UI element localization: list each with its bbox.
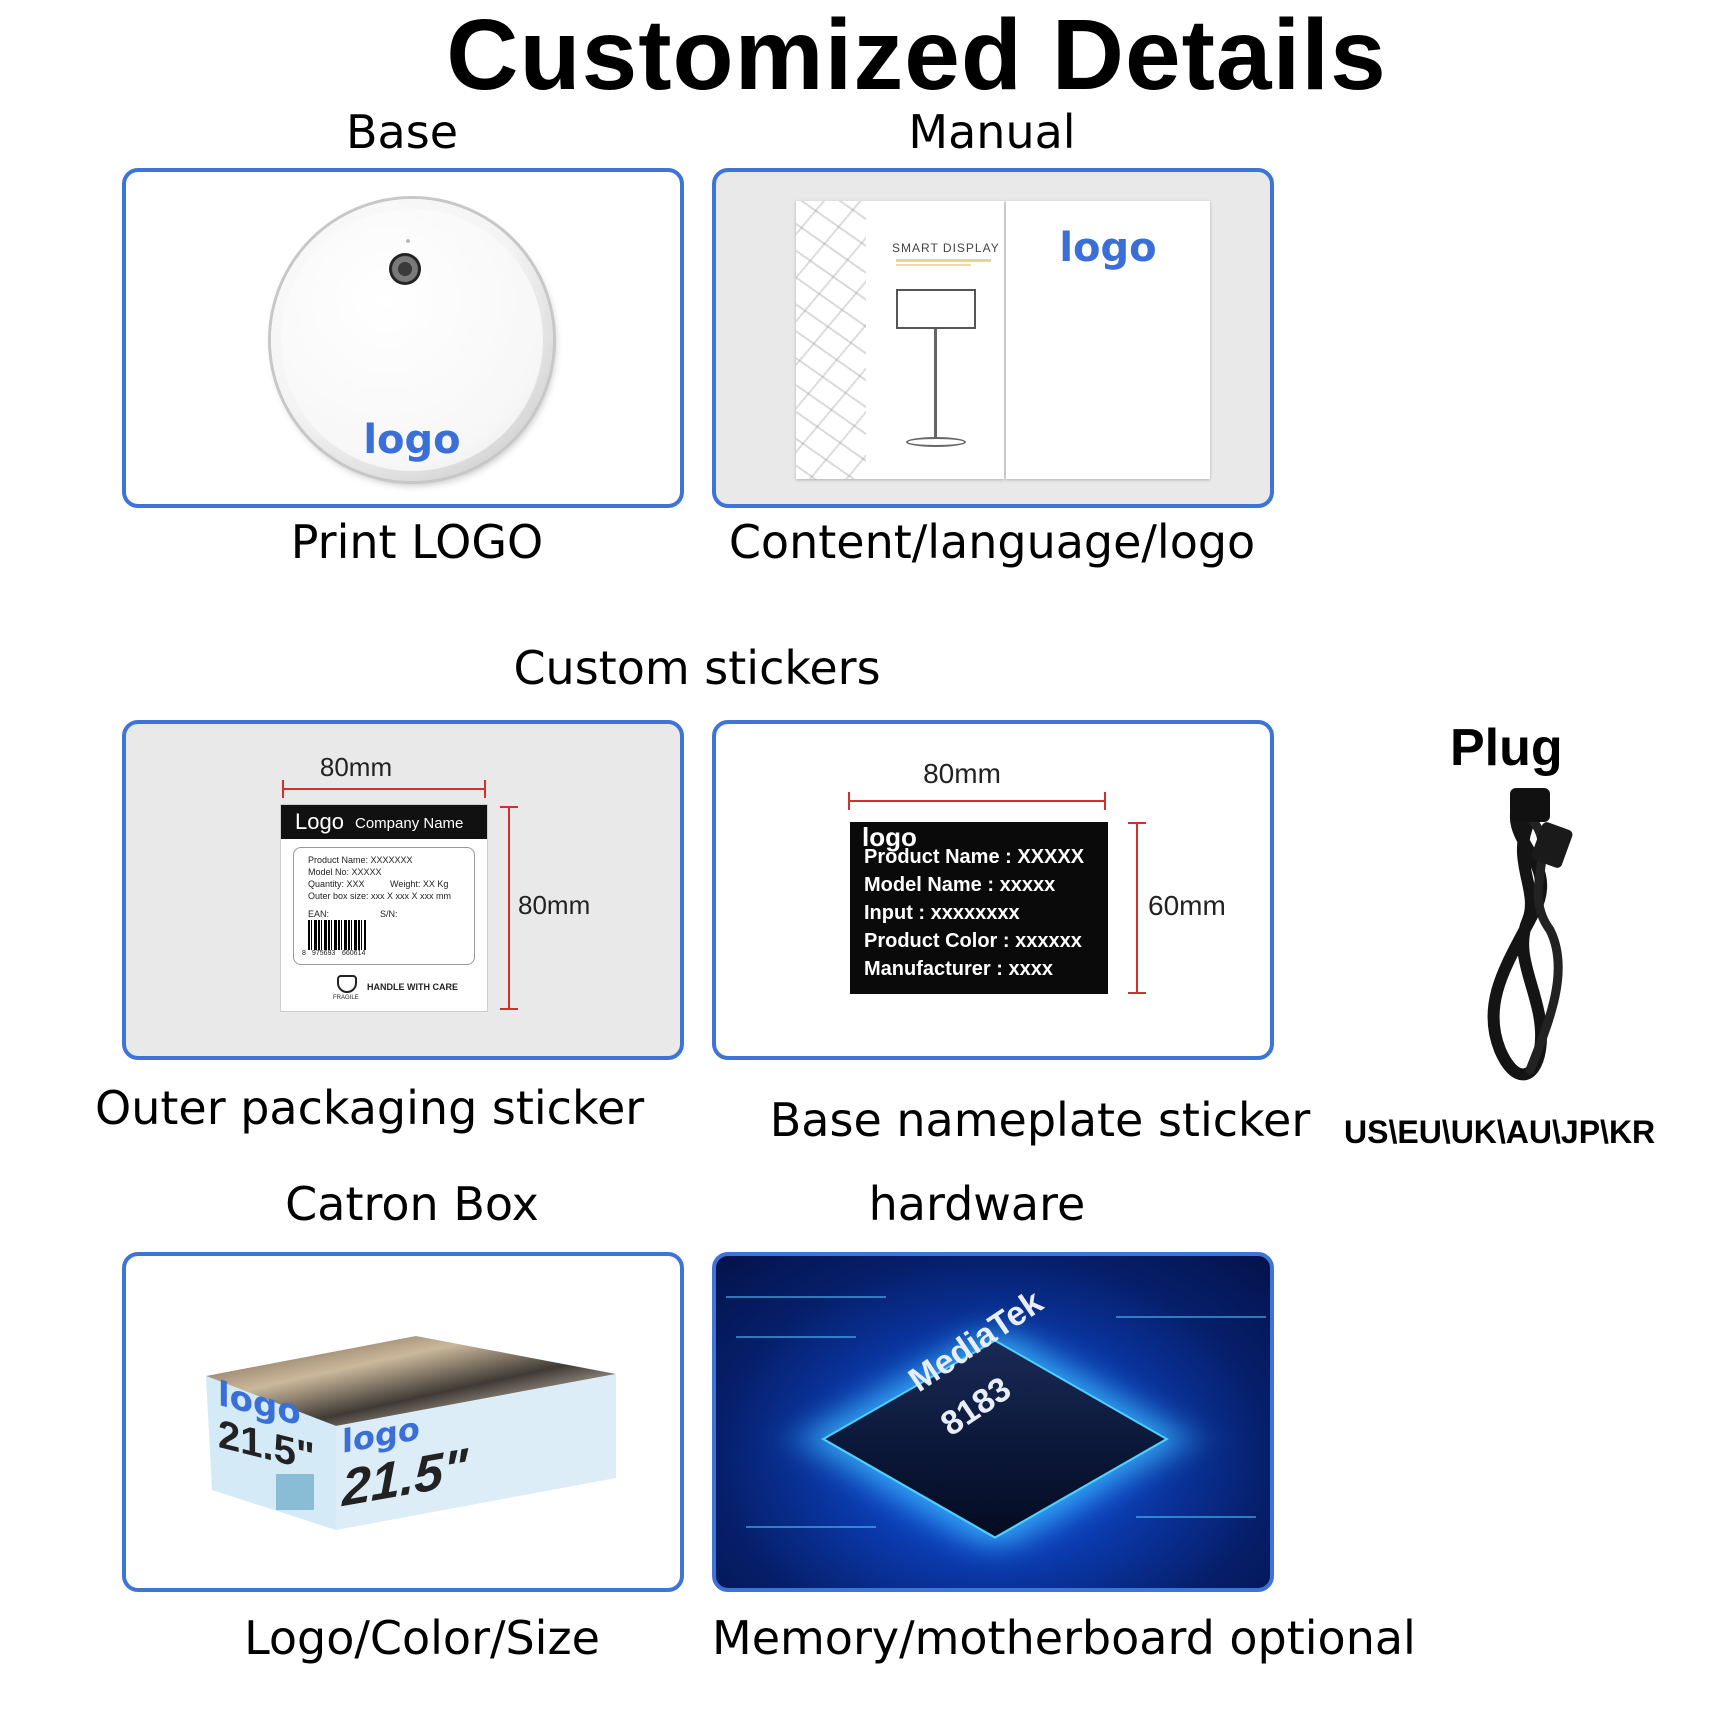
manual-heading: Manual [908, 105, 1076, 159]
nameplate-logo: logo [862, 822, 917, 852]
display-illustration [896, 289, 976, 329]
nameplate-row: Product Color : xxxxxx [864, 930, 1082, 952]
nameplate-width-dimension [848, 800, 1106, 802]
sticker-company: Company Name [355, 815, 464, 832]
outer-sticker-caption: Outer packaging sticker [95, 1081, 645, 1135]
nameplate-row: Input : xxxxxxxx [864, 902, 1020, 924]
hardware-heading: hardware [868, 1177, 1086, 1231]
manual-caption: Content/language/logo [728, 515, 1256, 569]
nameplate-height-dimension [1136, 822, 1138, 994]
nameplate-width-label: 80mm [923, 758, 1001, 789]
outer-height-dimension [508, 806, 510, 1010]
base-logo: logo [363, 417, 461, 463]
hardware-panel: MediaTek 8183 [712, 1252, 1274, 1592]
carton-panel: logo 21.5" logo 21.5" [122, 1252, 684, 1592]
sticker-line: Model No: XXXXX [308, 867, 382, 877]
carton-box-image [206, 1336, 616, 1530]
page-title: Customized Details [446, 0, 1387, 111]
sticker-info-box: Product Name: XXXXXXX Model No: XXXXX Qu… [293, 847, 475, 965]
base-caption: Print LOGO [290, 515, 544, 569]
sticker-line: Weight: XX Kg [390, 879, 449, 889]
base-heading: Base [345, 105, 458, 159]
plug-regions: US\EU\UK\AU\JP\KR [1344, 1114, 1656, 1150]
sticker-header: Logo Company Name [281, 805, 487, 839]
sticker-line: Product Name: XXXXXXX [308, 855, 413, 865]
handle-with-care-text: HANDLE WITH CARE [367, 982, 458, 992]
sticker-line: EAN: [308, 909, 330, 919]
indicator-dot [406, 239, 410, 243]
handle-care-icon [337, 975, 357, 993]
nameplate-row: Model Name : xxxxx [864, 874, 1056, 896]
sticker-line: Outer box size: xxx X xxx X xxx mm [308, 891, 452, 901]
nameplate-row: Product Name : XXXXX [864, 846, 1085, 868]
outer-width-dimension [282, 788, 486, 790]
sticker-logo: Logo [295, 809, 344, 834]
manual-logo: logo [1059, 225, 1157, 271]
barcode-digit: 8 [302, 950, 306, 957]
power-cord-image [1487, 788, 1573, 1081]
base-panel: logo [122, 168, 684, 508]
sticker-line: S/N: [380, 909, 398, 919]
carton-caption: Logo/Color/Size [244, 1611, 600, 1665]
chip-body [821, 1339, 1169, 1539]
nameplate-row: Manufacturer : xxxx [864, 958, 1053, 980]
nameplate-height-label: 60mm [1148, 890, 1226, 921]
nameplate-sticker: logo Product Name : XXXXX Model Name : x… [850, 822, 1108, 994]
leaf-pattern [796, 201, 866, 479]
barcode-digit: 975693 [312, 950, 336, 957]
plug-heading: Plug [1450, 719, 1563, 777]
camera-lens-icon [389, 253, 421, 285]
hardware-caption: Memory/motherboard optional [712, 1611, 1416, 1665]
manual-panel: SMART DISPLAY logo [712, 168, 1274, 508]
fragile-text: FRAGILE [333, 995, 359, 1001]
manual-inner-page: logo [1006, 201, 1210, 479]
nameplate-caption: Base nameplate sticker [769, 1093, 1311, 1147]
manual-cover-title: SMART DISPLAY [892, 241, 1000, 255]
barcode [308, 920, 366, 950]
carton-heading: Catron Box [285, 1177, 539, 1231]
outer-sticker-label: Logo Company Name Product Name: XXXXXXX … [280, 804, 488, 1012]
manual-cover: SMART DISPLAY [796, 201, 1004, 479]
outer-sticker-panel: 80mm Logo Company Name Product Name: XXX… [122, 720, 684, 1060]
sticker-line: Quantity: XXX [308, 879, 365, 889]
outer-width-label: 80mm [319, 752, 393, 782]
stickers-heading: Custom stickers [513, 641, 881, 695]
base-disc-image: logo [271, 199, 553, 481]
outer-height-label: 80mm [518, 890, 591, 920]
nameplate-panel: 80mm logo Product Name : XXXXX Model Nam… [712, 720, 1274, 1060]
barcode-digit: 660614 [342, 950, 366, 957]
